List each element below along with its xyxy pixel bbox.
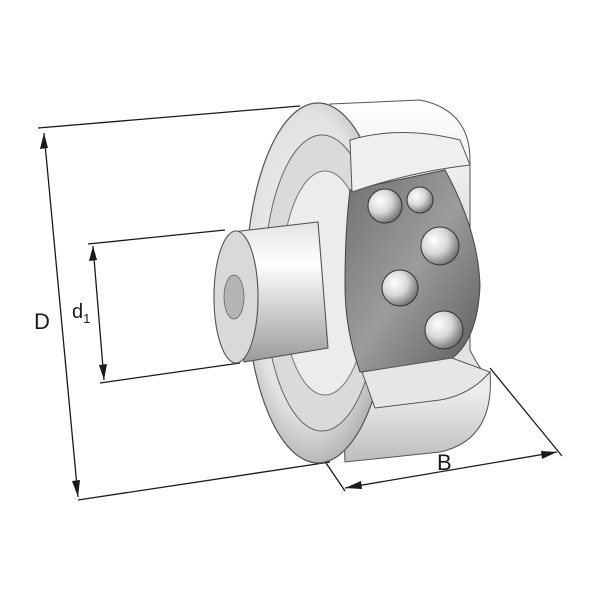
b-arrow-left — [345, 481, 362, 489]
dimension-lines — [37, 105, 563, 501]
inner-diameter-label: d1 — [72, 301, 90, 326]
d1-extension-bottom — [99, 362, 241, 384]
outer-ring-cut-bottom — [361, 357, 491, 409]
ball — [424, 310, 464, 350]
outer-ring-cut-top — [349, 132, 471, 193]
bearing — [213, 99, 491, 464]
d-arrow-top — [40, 133, 48, 149]
rolling-elements — [367, 186, 464, 350]
outer-diameter-dimension-line — [43, 132, 79, 498]
d-extension-top — [37, 105, 301, 129]
inner-diameter-dimension-line — [92, 245, 105, 381]
ball — [406, 186, 434, 214]
dimension-arrowheads — [40, 133, 557, 497]
b-arrow-right — [541, 451, 557, 459]
d-extension-bottom — [77, 461, 331, 501]
outer-diameter-label: D — [34, 309, 50, 334]
d1-arrow-bottom — [99, 364, 107, 380]
d1-extension-top — [87, 229, 226, 245]
ball — [367, 188, 403, 224]
ball — [420, 226, 460, 266]
b-extension-left — [321, 456, 346, 492]
shaft-end-recess — [223, 274, 245, 320]
width-dimension-line — [344, 451, 558, 489]
d-arrow-bottom — [72, 480, 80, 497]
inner-diameter-subscript: 1 — [83, 311, 90, 326]
ball — [381, 269, 419, 307]
b-extension-right — [489, 367, 563, 457]
width-label: B — [437, 450, 452, 475]
d1-arrow-top — [89, 246, 97, 261]
inner-diameter-letter: d — [72, 301, 83, 323]
